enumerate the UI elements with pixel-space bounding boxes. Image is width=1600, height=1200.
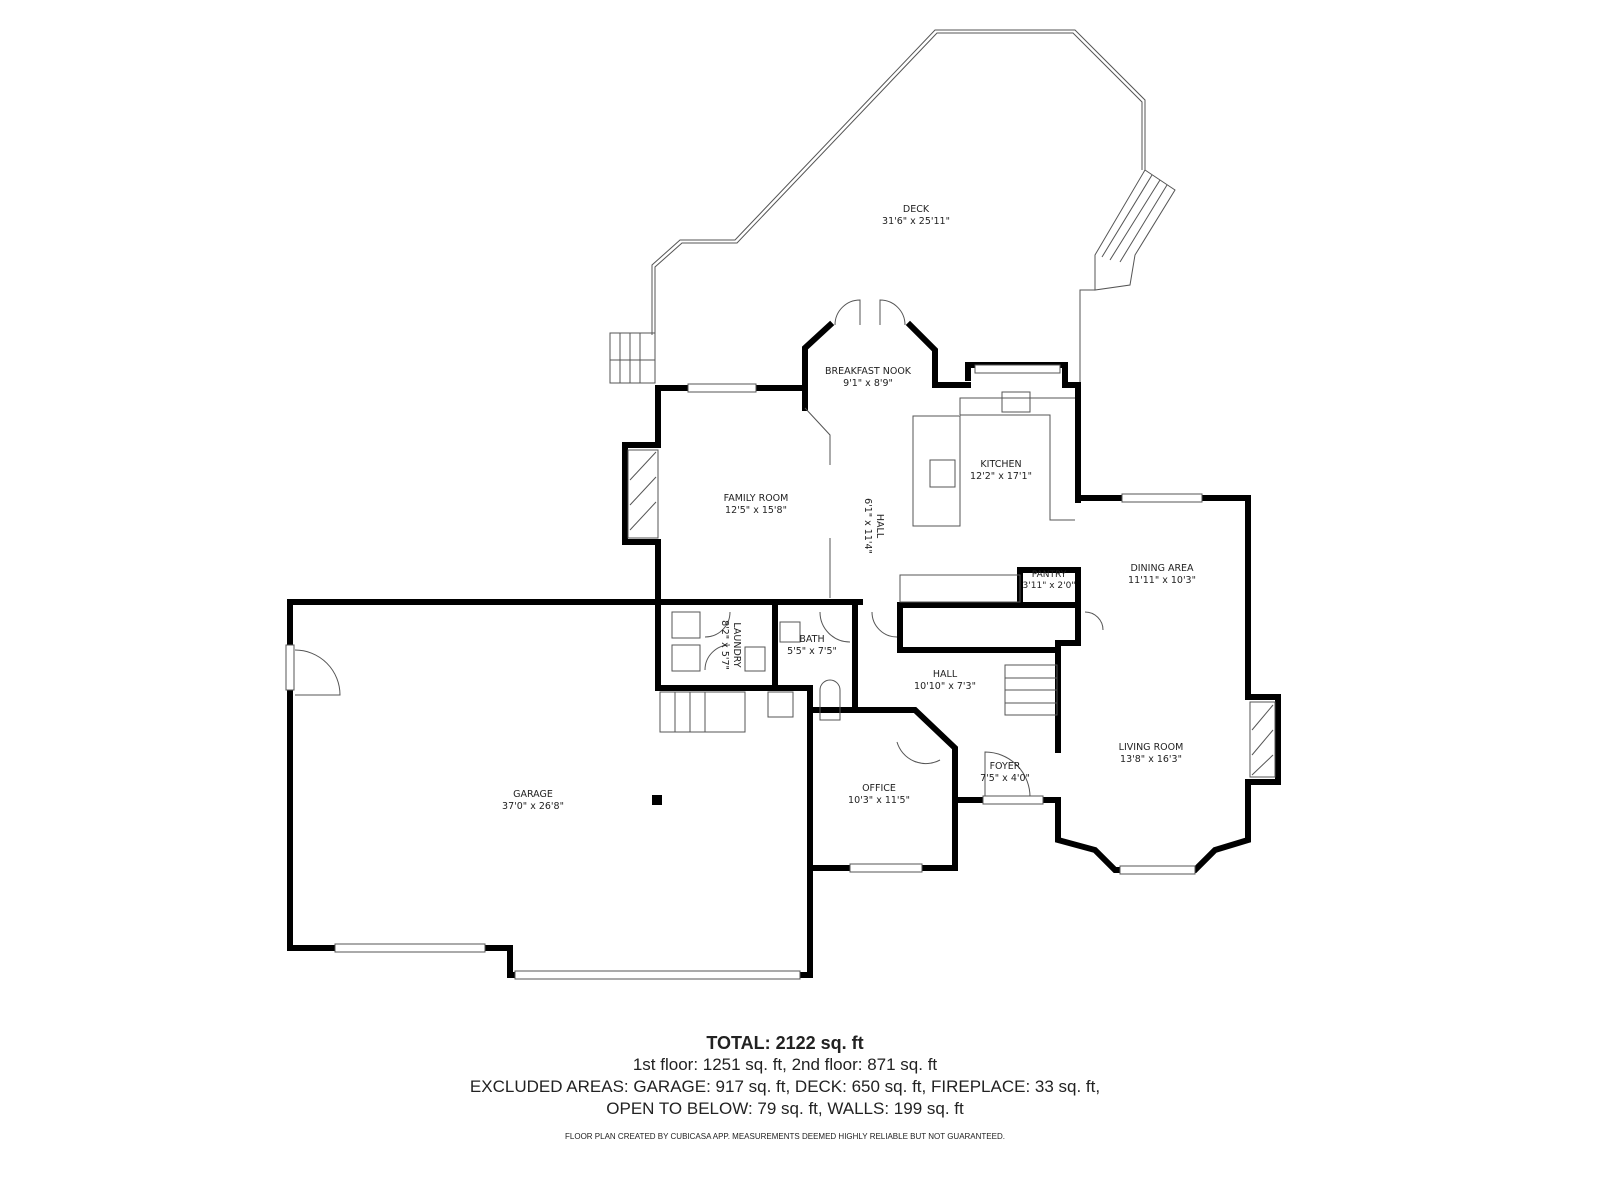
room-name: DINING AREA xyxy=(1130,563,1194,574)
room-dims: 9'1" x 8'9" xyxy=(843,378,893,389)
room-dims: 3'11" x 2'0" xyxy=(1022,581,1076,591)
room-dims: 31'6" x 25'11" xyxy=(882,216,950,227)
room-dims: 5'5" x 7'5" xyxy=(787,646,837,657)
room-dims: 10'3" x 11'5" xyxy=(848,795,910,806)
room-name: LIVING ROOM xyxy=(1118,742,1184,753)
room-name: HALL xyxy=(932,669,958,680)
room-dims: 12'2" x 17'1" xyxy=(970,471,1032,482)
excluded-areas: EXCLUDED AREAS: GARAGE: 917 sq. ft, DECK… xyxy=(469,1077,1101,1096)
room-name: FOYER xyxy=(989,761,1021,772)
room-dims: 10'10" x 7'3" xyxy=(914,681,976,692)
deck-stairs xyxy=(609,332,656,384)
fireplace-hatch xyxy=(627,449,1276,778)
room-name: LAUNDRY xyxy=(731,622,742,668)
kitchen-fixtures xyxy=(804,391,1075,603)
room-dims: 7'5" x 4'0" xyxy=(980,773,1030,784)
room-name: FAMILY ROOM xyxy=(723,493,789,504)
excluded-areas-cont: OPEN TO BELOW: 79 sq. ft, WALLS: 199 sq.… xyxy=(606,1099,964,1118)
room-dims: 37'0" x 26'8" xyxy=(502,801,564,812)
room-name: KITCHEN xyxy=(980,459,1022,470)
room-name: DECK xyxy=(902,204,930,215)
walls xyxy=(287,320,1281,978)
room-dims: 13'8" x 16'3" xyxy=(1120,754,1182,765)
room-name: HALL xyxy=(874,513,885,539)
room-name: PANTRY xyxy=(1031,570,1067,580)
deck-outline xyxy=(651,29,1176,385)
room-dims: 8'2" x 5'7" xyxy=(719,620,730,670)
area-summary: TOTAL: 2122 sq. ft 1st floor: 1251 sq. f… xyxy=(0,1032,1570,1142)
room-dims: 6'1" x 11'4" xyxy=(862,498,873,554)
french-doors xyxy=(834,299,906,326)
room-name: BREAKFAST NOOK xyxy=(824,366,912,377)
floor-areas: 1st floor: 1251 sq. ft, 2nd floor: 871 s… xyxy=(632,1055,938,1074)
room-name: OFFICE xyxy=(862,783,896,794)
total-area: TOTAL: 2122 sq. ft xyxy=(706,1033,864,1053)
room-name: GARAGE xyxy=(513,789,553,800)
room-dims: 12'5" x 15'8" xyxy=(725,505,787,516)
windows xyxy=(285,364,1203,980)
room-name: BATH xyxy=(799,634,825,645)
disclaimer: FLOOR PLAN CREATED BY CUBICASA APP. MEAS… xyxy=(565,1132,1005,1141)
room-dims: 11'11" x 10'3" xyxy=(1128,575,1196,586)
fixtures xyxy=(294,611,1104,805)
